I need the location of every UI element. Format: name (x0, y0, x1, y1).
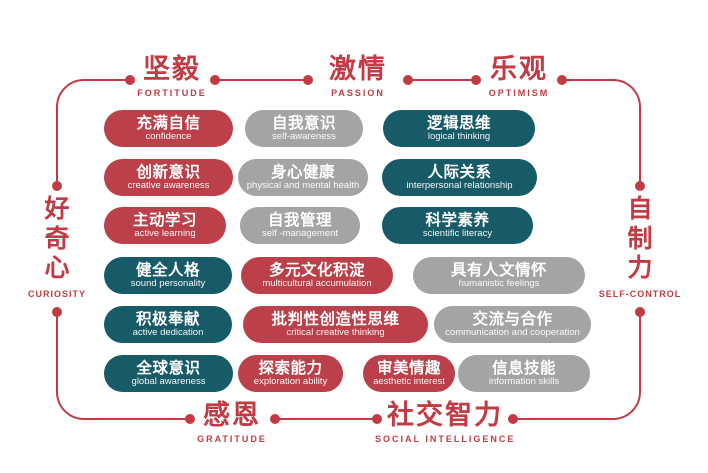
connector-dot (372, 414, 382, 424)
connector-dot (471, 75, 481, 85)
pill-sound-personality: 健全人格 sound personality (104, 257, 232, 294)
node-optimism-en: OPTIMISM (488, 88, 550, 98)
pill-exploration-ability: 探索能力 exploration ability (238, 355, 343, 392)
pill-title-zh: 自我管理 (267, 211, 332, 229)
pill-subtitle-en: interpersonal relationship (406, 179, 513, 191)
pill-multicultural-accumulation: 多元文化积淀 multicultural accumulation (241, 257, 393, 294)
connector-dot (185, 414, 195, 424)
pill-subtitle-en: multicultural accumulation (262, 277, 372, 289)
pill-communication-cooperation: 交流与合作 communication and cooperation (434, 306, 591, 343)
pill-confidence: 充满自信 confidence (104, 110, 233, 147)
connector-dot (403, 75, 413, 85)
pill-creative-awareness: 创新意识 creative awareness (104, 159, 233, 196)
connector-dot (635, 307, 645, 317)
pill-subtitle-en: self -management (261, 227, 339, 239)
pill-subtitle-en: creative awareness (127, 179, 210, 191)
node-gratitude-zh: 感恩 (203, 400, 261, 430)
node-passion-en: PASSION (331, 88, 385, 98)
pill-information-skills: 信息技能 information skills (458, 355, 590, 392)
pill-self-management: 自我管理 self -management (240, 207, 360, 244)
pill-title-zh: 自我意识 (271, 114, 336, 132)
connector-dot (557, 75, 567, 85)
connector-dot (52, 307, 62, 317)
pill-interpersonal-relationship: 人际关系 interpersonal relationship (382, 159, 537, 196)
node-gratitude-en: GRATITUDE (197, 434, 267, 444)
pill-title-zh: 主动学习 (132, 211, 197, 229)
pill-subtitle-en: confidence (145, 130, 192, 142)
pill-humanistic-feelings: 具有人文情怀 humanistic feelings (413, 257, 585, 294)
connector-dot (270, 414, 280, 424)
pill-title-zh: 交流与合作 (472, 310, 553, 328)
pill-active-dedication: 积极奉献 active dedication (104, 306, 232, 343)
pill-global-awareness: 全球意识 global awareness (104, 355, 233, 392)
pill-title-zh: 全球意识 (136, 359, 201, 377)
node-curiosity-en: CURIOSITY (27, 288, 86, 299)
pill-scientific-literacy: 科学素养 scientific literacy (382, 207, 533, 244)
pill-subtitle-en: communication and cooperation (445, 326, 580, 338)
node-fortitude-en: FORTITUDE (137, 88, 207, 98)
node-fortitude-zh: 坚毅 (143, 54, 201, 84)
node-social-intelligence-en: SOCIAL INTELLIGENCE (375, 434, 516, 444)
pill-logical-thinking: 逻辑思维 logical thinking (383, 110, 535, 147)
pill-subtitle-en: scientific literacy (422, 227, 493, 239)
pill-subtitle-en: logical thinking (427, 130, 491, 142)
pill-title-zh: 多元文化积淀 (268, 261, 365, 279)
connector-dot (210, 75, 220, 85)
pill-title-zh: 人际关系 (427, 163, 492, 181)
pill-title-zh: 健全人格 (135, 261, 200, 279)
pill-subtitle-en: active dedication (132, 326, 204, 338)
pill-title-zh: 探索能力 (258, 359, 323, 377)
node-self-control: 自制力 SELF-CONTROL (597, 184, 683, 310)
node-passion: 激情 PASSION (306, 56, 410, 98)
node-gratitude: 感恩 GRATITUDE (188, 402, 276, 444)
pill-subtitle-en: physical and mental health (246, 179, 360, 191)
connector-dot (303, 75, 313, 85)
node-self-control-zh: 自制力 (627, 195, 653, 283)
pill-subtitle-en: global awareness (131, 375, 206, 387)
pill-title-zh: 创新意识 (136, 163, 201, 181)
pill-active-learning: 主动学习 active learning (104, 207, 226, 244)
pill-subtitle-en: humanistic feelings (458, 277, 540, 289)
node-optimism: 乐观 OPTIMISM (474, 56, 564, 98)
node-fortitude: 坚毅 FORTITUDE (126, 56, 218, 98)
pill-title-zh: 具有人文情怀 (450, 261, 547, 279)
pill-aesthetic-interest: 审美情趣 aesthetic interest (363, 355, 455, 392)
node-social-intelligence-zh: 社交智力 (387, 400, 503, 430)
pill-title-zh: 科学素养 (425, 211, 490, 229)
pill-subtitle-en: active learning (134, 227, 196, 239)
node-social-intelligence: 社交智力 SOCIAL INTELLIGENCE (375, 402, 515, 444)
pill-subtitle-en: exploration ability (253, 375, 328, 387)
pill-critical-creative-thinking: 批判性创造性思维 critical creative thinking (243, 306, 428, 343)
pill-title-zh: 充满自信 (136, 114, 201, 132)
pill-subtitle-en: self-awareness (272, 130, 336, 142)
node-self-control-en: SELF-CONTROL (598, 288, 682, 299)
pill-title-zh: 信息技能 (491, 359, 556, 377)
pill-title-zh: 逻辑思维 (426, 114, 491, 132)
node-passion-zh: 激情 (329, 54, 387, 84)
node-curiosity: 好奇心 CURIOSITY (14, 184, 100, 310)
pill-subtitle-en: critical creative thinking (286, 326, 385, 338)
pill-title-zh: 积极奉献 (135, 310, 200, 328)
pill-subtitle-en: sound personality (130, 277, 206, 289)
pill-subtitle-en: aesthetic interest (373, 375, 445, 387)
pill-title-zh: 审美情趣 (376, 359, 441, 377)
pill-physical-mental-health: 身心健康 physical and mental health (238, 159, 368, 196)
node-curiosity-zh: 好奇心 (44, 195, 70, 283)
pill-title-zh: 批判性创造性思维 (271, 310, 400, 328)
connector-dot (52, 181, 62, 191)
pill-self-awareness: 自我意识 self-awareness (245, 110, 363, 147)
node-optimism-zh: 乐观 (490, 54, 548, 84)
connector-dot (508, 414, 518, 424)
connector-dot (635, 181, 645, 191)
connector-dot (125, 75, 135, 85)
pill-title-zh: 身心健康 (270, 163, 335, 181)
pill-subtitle-en: information skills (488, 375, 560, 387)
